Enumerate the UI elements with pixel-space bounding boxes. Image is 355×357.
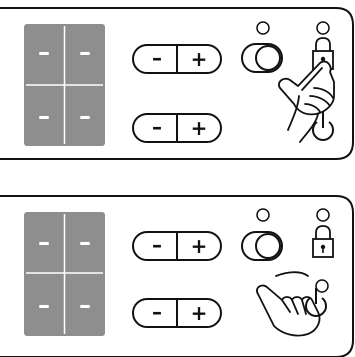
panel-2-upper-rocker[interactable]: – + [132, 231, 222, 261]
plus-button[interactable]: + [191, 47, 208, 71]
indicator-led [316, 21, 330, 35]
plus-button[interactable]: + [191, 234, 208, 258]
indicator-led [256, 208, 270, 222]
panel-1-outline [0, 7, 354, 160]
lock-icon[interactable] [312, 225, 334, 258]
panel-1: – – – – – + – + [0, 7, 354, 160]
minus-button[interactable]: – [152, 46, 162, 70]
minus-button[interactable]: – [152, 115, 162, 139]
hand-pointer-icon [278, 60, 335, 143]
display-digit: – [38, 38, 50, 66]
panel-2-outline [0, 195, 354, 357]
plus-button[interactable]: + [191, 301, 208, 325]
display-digit: – [38, 291, 50, 319]
toggle-switch-icon[interactable] [241, 43, 283, 73]
panel-2-lower-rocker[interactable]: – + [132, 298, 222, 328]
display-digit: – [38, 102, 50, 130]
panel-1-lower-rocker[interactable]: – + [132, 113, 222, 143]
panel-2: – – – – – + – + [0, 195, 354, 357]
display-digit: – [79, 38, 91, 66]
indicator-led [316, 208, 330, 222]
indicator-led [256, 21, 270, 35]
display-digit: – [79, 228, 91, 256]
minus-button[interactable]: – [152, 300, 162, 324]
panel-2-display: – – – – [24, 212, 105, 336]
plus-button[interactable]: + [191, 116, 208, 140]
power-icon[interactable] [305, 288, 327, 317]
power-button-ring [315, 279, 329, 293]
display-digit: – [38, 228, 50, 256]
power-icon[interactable] [312, 112, 334, 141]
hand-pointer-icon [256, 271, 321, 337]
display-digit: – [79, 102, 91, 130]
panel-1-upper-rocker[interactable]: – + [132, 44, 222, 74]
toggle-switch-icon[interactable] [241, 231, 283, 261]
display-digit: – [79, 291, 91, 319]
panel-1-display: – – – – [24, 24, 105, 146]
minus-button[interactable]: – [152, 233, 162, 257]
